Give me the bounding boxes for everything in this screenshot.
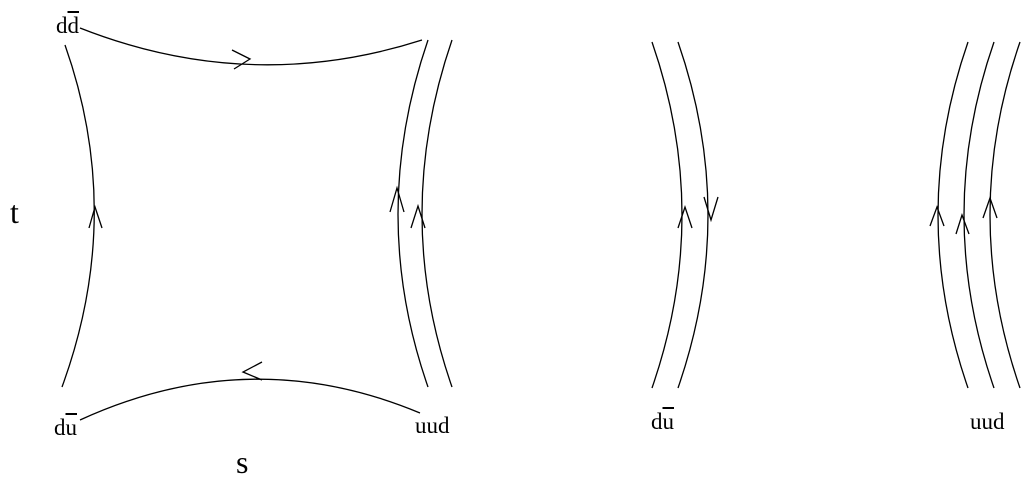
right-outer-arrow xyxy=(389,185,405,213)
left-quark-line xyxy=(61,44,95,388)
label-uud-right: uud xyxy=(970,409,1005,434)
antiquark-d: d xyxy=(67,13,80,38)
label-d-ubar-left: du xyxy=(54,416,77,439)
meson-line-left xyxy=(651,41,683,389)
bottom-arrow xyxy=(241,361,263,381)
baryon-arrow-1 xyxy=(929,205,945,227)
quark-d: d xyxy=(54,415,66,440)
baryon-line-2 xyxy=(963,41,995,389)
antiquark-u: u xyxy=(65,415,78,440)
quark-d: d xyxy=(651,409,663,434)
baryon-line-1 xyxy=(937,41,969,389)
right-inner-arrow xyxy=(410,203,426,229)
meson-up-arrow xyxy=(677,204,693,229)
label-d-ubar-middle: du xyxy=(651,410,674,433)
baryon-lines xyxy=(929,41,1021,389)
box-diagram xyxy=(61,27,453,421)
meson-down-arrow xyxy=(703,196,719,223)
baryon-arrow-2 xyxy=(955,212,970,235)
baryon-line-3 xyxy=(989,41,1021,389)
axis-label-s: s xyxy=(236,444,249,480)
quark-d: d xyxy=(56,13,68,38)
right-quark-line-inner xyxy=(421,39,453,388)
antiquark-u: u xyxy=(662,409,675,434)
top-arrow xyxy=(231,49,252,70)
left-arrow xyxy=(88,204,103,229)
top-quark-line xyxy=(79,27,423,66)
right-quark-line-outer xyxy=(397,39,429,388)
baryon-arrow-3 xyxy=(982,196,998,219)
axis-label-t: t xyxy=(10,194,19,230)
meson-lines xyxy=(651,41,719,389)
label-uud-left: uud xyxy=(415,413,450,438)
label-d-dbar-top: dd xyxy=(56,14,79,37)
meson-line-right xyxy=(677,41,709,389)
bottom-quark-line xyxy=(79,378,421,421)
